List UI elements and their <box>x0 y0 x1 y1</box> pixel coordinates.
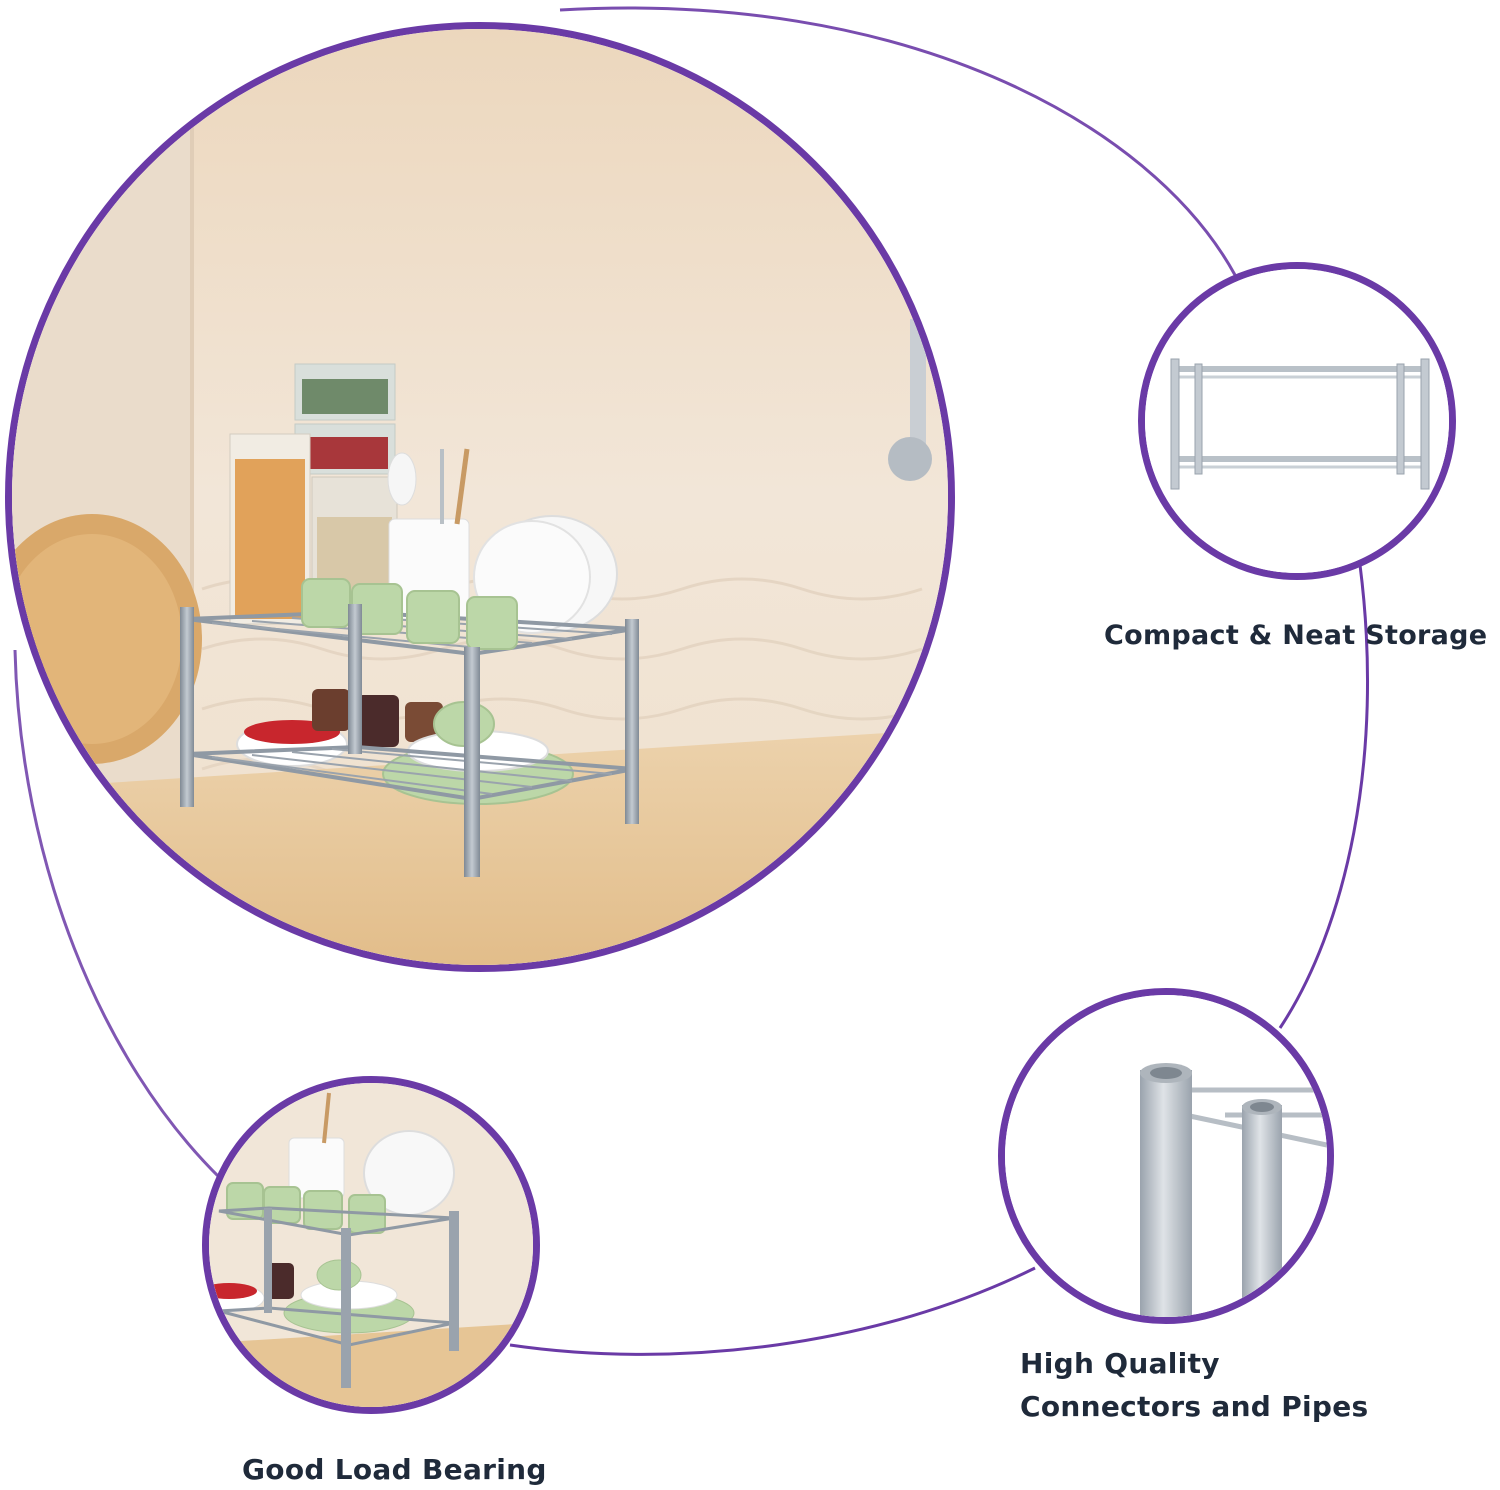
empty-shelf-image <box>1145 269 1449 573</box>
kitchen-shelf-scene <box>12 29 948 965</box>
main-scene-circle <box>5 22 955 972</box>
compact-storage-circle <box>1138 262 1456 580</box>
compact-storage-caption: Compact & Neat Storage <box>1104 620 1487 651</box>
load-bearing-title: Good Load Bearing <box>242 1453 547 1486</box>
connector-pipe-image <box>1005 995 1327 1317</box>
compact-storage-title: Compact & Neat Storage <box>1104 620 1488 651</box>
connectors-caption: High Quality Connectors and Pipes <box>1020 1342 1369 1428</box>
load-bearing-circle <box>202 1076 540 1414</box>
connectors-title-line2: Connectors and Pipes <box>1020 1390 1369 1423</box>
connectors-circle <box>998 988 1334 1324</box>
connectors-title-line1: High Quality <box>1020 1347 1220 1380</box>
loaded-shelf-image <box>209 1083 533 1407</box>
load-bearing-caption: Good Load Bearing <box>242 1453 547 1486</box>
